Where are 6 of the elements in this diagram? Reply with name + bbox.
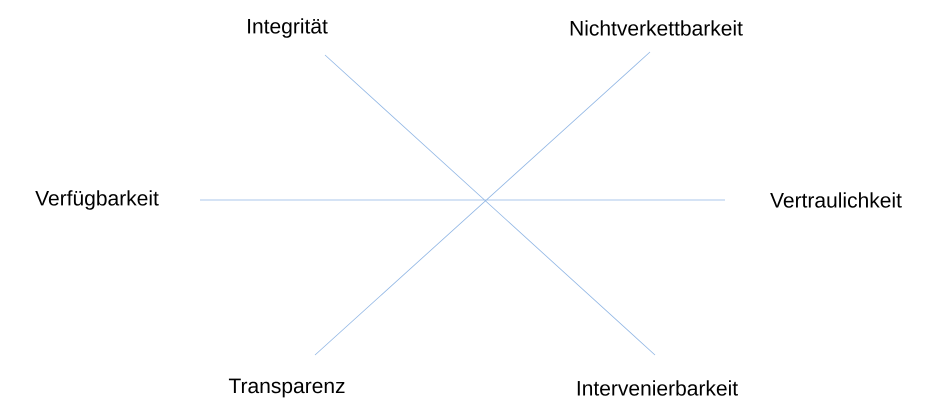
- axis-label: Transparenz: [228, 378, 344, 398]
- axis-label: Vertraulichkeit: [770, 192, 902, 208]
- axis-label: Nichtverkettbarkeit: [570, 20, 743, 36]
- axis-label: Integrität: [248, 18, 328, 38]
- axis-label: Intervenierbarkeit: [578, 380, 738, 396]
- axis-label: Verfügbarkeit: [35, 190, 159, 210]
